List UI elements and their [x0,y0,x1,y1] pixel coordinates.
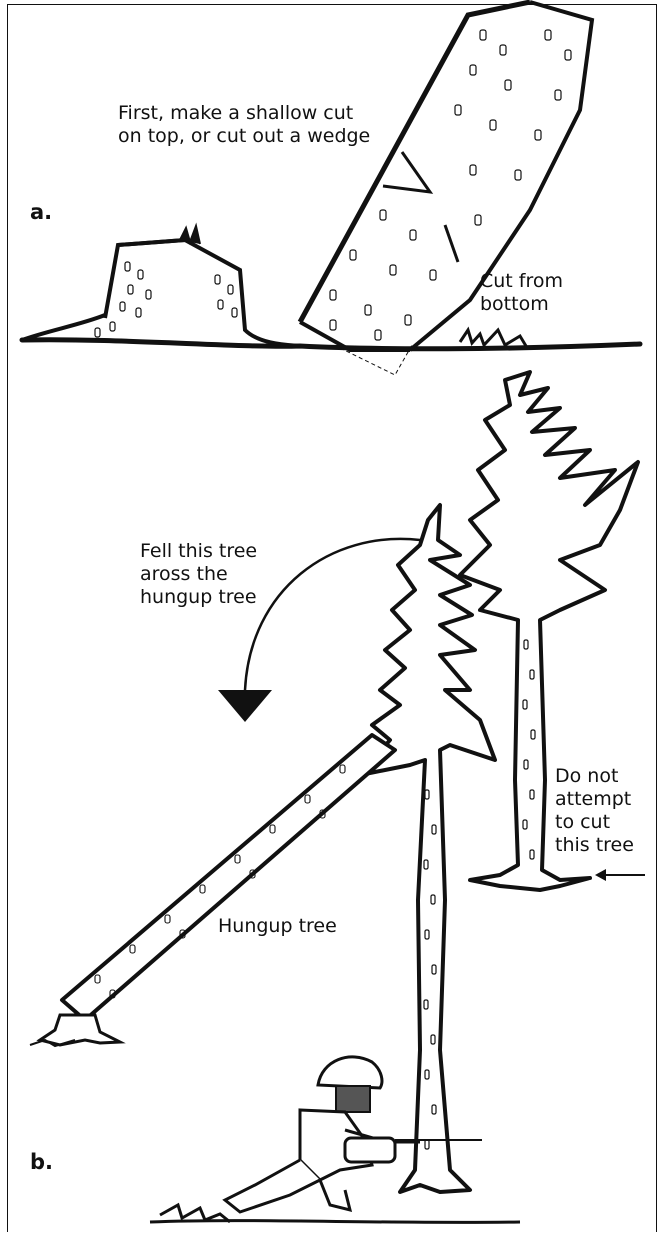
hungup-tree [30,735,395,1046]
do-not-cut-warning: Do not attempt to cut this tree [555,765,634,857]
bottom-cut-label: Cut from bottom [480,270,563,316]
panel-a-illustration [22,2,640,375]
top-cut-instruction: First, make a shallow cut on top, or cut… [118,102,370,148]
panel-a-letter: a. [30,200,52,224]
hungup-tree-label: Hungup tree [218,915,337,938]
ground-line-b [150,1221,520,1223]
panel-b-letter: b. [30,1150,53,1174]
stump-a [95,226,300,346]
leaning-log-a [300,2,592,375]
panel-b-illustration [30,372,645,1222]
arrow-head [218,690,272,722]
lumberjack [160,1057,420,1222]
fell-tree-instruction: Fell this tree aross the hungup tree [140,540,257,609]
